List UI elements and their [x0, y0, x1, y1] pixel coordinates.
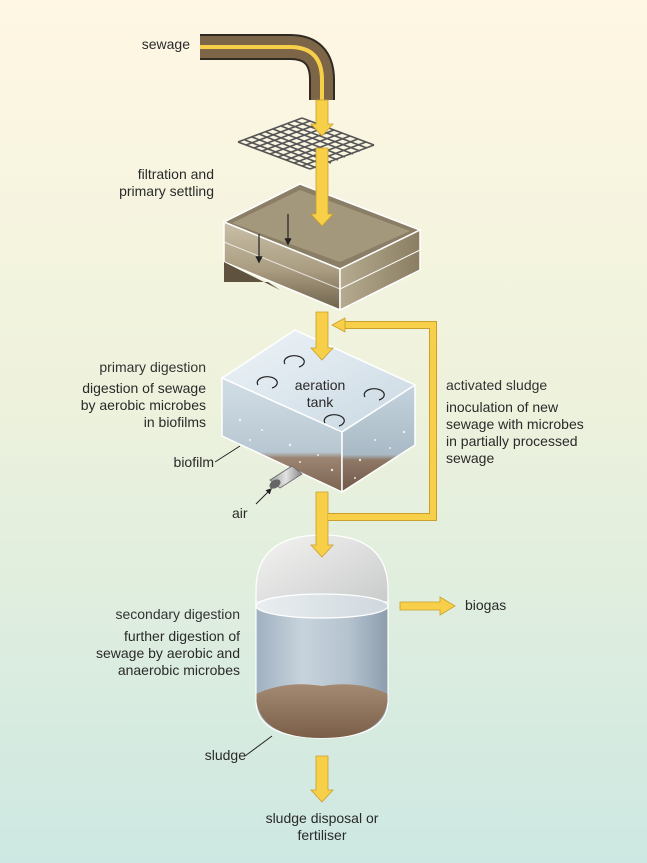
aeration-label-line2: tank	[306, 394, 334, 410]
primary-description-line3: in biofilms	[143, 414, 206, 430]
biofilm-label: biofilm	[140, 454, 214, 471]
disposal-label-line1: sludge disposal or	[265, 810, 379, 826]
secondary-digestion-title-text: secondary digestion	[115, 606, 240, 622]
air-label-text: air	[232, 505, 248, 521]
sludge-disposal-label: sludge disposal or fertiliser	[232, 810, 412, 844]
primary-description-line2: by aerobic microbes	[80, 397, 206, 413]
activated-description-line3: in partially processed	[446, 433, 578, 449]
digester-tank	[255, 534, 389, 739]
air-inlet-pipe	[269, 465, 303, 489]
primary-digestion-description: digestion of sewage by aerobic microbes …	[40, 380, 206, 431]
secondary-description-line3: anaerobic microbes	[117, 662, 240, 678]
sewage-label-text: sewage	[141, 36, 190, 52]
filtration-label-line1: filtration and	[137, 166, 214, 182]
secondary-digestion-description: further digestion of sewage by aerobic a…	[60, 628, 240, 679]
activated-description-line1: inoculation of new	[446, 399, 559, 415]
aeration-tank	[220, 329, 417, 494]
activated-sludge-title-text: activated sludge	[446, 377, 548, 393]
primary-digestion-title: primary digestion	[40, 359, 206, 376]
primary-description-line1: digestion of sewage	[82, 380, 206, 396]
aeration-label-line1: aeration	[294, 377, 346, 393]
aeration-tank-label: aeration tank	[280, 377, 360, 411]
secondary-description-line2: sewage by aerobic and	[96, 645, 240, 661]
activated-description-line2: sewage with microbes	[446, 416, 584, 432]
secondary-description-line1: further digestion of	[124, 628, 240, 644]
sludge-label: sludge	[170, 747, 246, 764]
primary-digestion-title-text: primary digestion	[99, 359, 206, 375]
sewage-label: sewage	[110, 36, 190, 53]
biogas-label: biogas	[465, 597, 545, 614]
filtration-label-line2: primary settling	[119, 183, 214, 199]
biogas-label-text: biogas	[465, 597, 507, 613]
biofilm-label-text: biofilm	[173, 454, 214, 470]
activated-sludge-description: inoculation of new sewage with microbes …	[446, 399, 636, 467]
activated-description-line4: sewage	[446, 450, 495, 466]
sludge-label-text: sludge	[204, 747, 246, 763]
activated-sludge-title: activated sludge	[446, 377, 626, 394]
flow-arrows	[310, 99, 456, 803]
secondary-digestion-title: secondary digestion	[60, 606, 240, 623]
disposal-label-line2: fertiliser	[297, 827, 347, 843]
filtration-label: filtration and primary settling	[70, 166, 214, 200]
leader-lines	[214, 445, 273, 757]
inflow-pipe	[200, 34, 335, 100]
air-label: air	[232, 505, 272, 522]
activated-sludge-loop	[328, 317, 437, 521]
